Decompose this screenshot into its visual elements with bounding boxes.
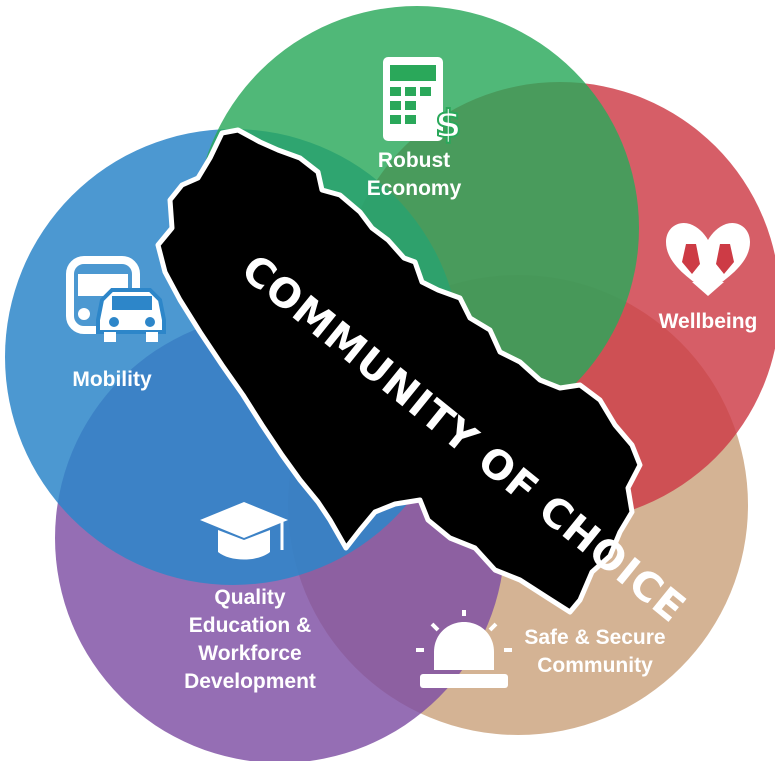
graduation-cap-icon (200, 502, 288, 560)
label-line: Robust (377, 149, 451, 172)
label-line: Education & (188, 614, 312, 637)
label-mobility: Mobility (55, 366, 169, 394)
label-line: Wellbeing (658, 310, 758, 333)
label-wellbeing: Wellbeing (648, 308, 768, 336)
svg-text:$: $ (435, 102, 461, 146)
label-line: Safe & Secure (524, 626, 666, 649)
county-map-shape (155, 127, 643, 615)
heart-hands-icon (666, 222, 750, 296)
label-line: Quality (214, 586, 286, 609)
label-safe-secure: Safe & Secure Community (510, 624, 680, 680)
label-line: Workforce (198, 642, 302, 665)
bus-car-icon (66, 256, 166, 342)
label-line: Development (184, 670, 316, 693)
label-line: Mobility (72, 368, 152, 391)
label-robust-economy: Robust Economy (351, 147, 477, 203)
alarm-light-icon (416, 610, 512, 688)
label-quality-education: Quality Education & Workforce Developmen… (166, 584, 334, 696)
label-line: Community (537, 654, 653, 677)
label-line: Economy (366, 177, 462, 200)
calculator-dollar-icon: $ (383, 57, 462, 147)
